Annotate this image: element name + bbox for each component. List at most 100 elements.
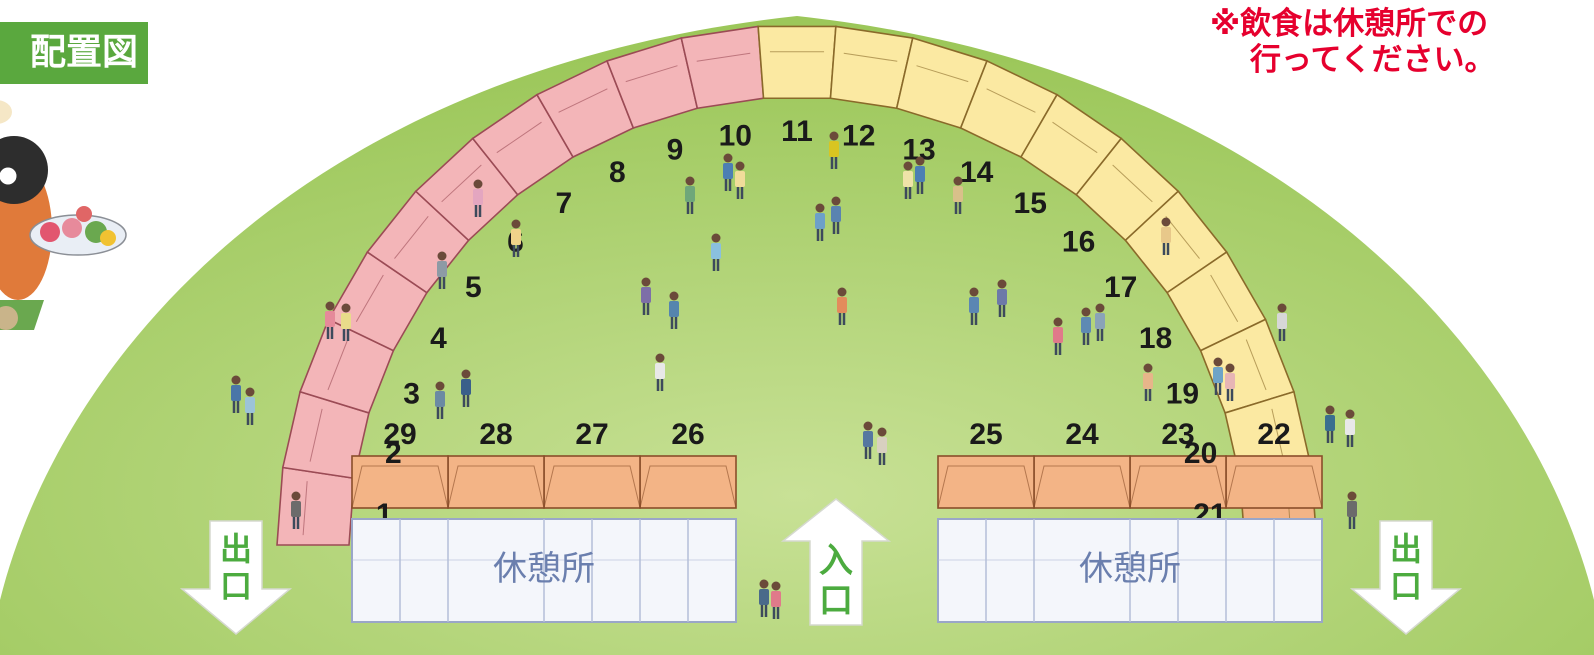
visitor-figure	[815, 203, 825, 241]
visitor-figure	[1081, 307, 1091, 345]
visitor-figure	[1095, 303, 1105, 341]
rest-area-left: 休憩所	[351, 518, 737, 623]
booth-number: 12	[842, 120, 875, 153]
booth-number: 23	[1161, 418, 1194, 451]
booth-24	[1033, 455, 1131, 509]
visitor-figure	[1277, 303, 1287, 341]
booth-number: 20	[1184, 437, 1217, 470]
exit-arrow-right: 出 口	[1349, 520, 1463, 635]
booth-number: 18	[1139, 322, 1172, 355]
rest-area-label: 休憩所	[493, 550, 595, 588]
booth-27	[543, 455, 641, 509]
visitor-figure	[435, 381, 445, 419]
booth-number: 10	[719, 120, 752, 153]
visitor-figure	[735, 161, 745, 199]
booth-number: 19	[1166, 378, 1199, 411]
visitor-figure	[291, 491, 301, 529]
mascot-illustration	[0, 100, 127, 330]
notice-line-2: 行ってください。	[1250, 42, 1496, 78]
eating-notice: ※飲食は休憩所での 行ってください。	[1210, 6, 1594, 78]
visitor-figure	[831, 196, 841, 234]
visitor-figure	[915, 156, 925, 194]
booth-11	[757, 25, 837, 100]
visitor-figure	[325, 301, 335, 339]
visitor-figure	[461, 369, 471, 407]
visitor-figure	[685, 176, 695, 214]
booth-number: 28	[479, 418, 512, 451]
visitor-figure	[863, 421, 873, 459]
exit-char-1: 出	[1390, 531, 1422, 567]
visitor-figure	[837, 287, 847, 325]
visitors-illustration	[231, 131, 1357, 619]
booth-number: 24	[1065, 418, 1099, 451]
visitor-figure	[903, 161, 913, 199]
booth-number: 16	[1062, 226, 1095, 259]
visitor-figure	[1225, 363, 1235, 401]
rest-area-right: 休憩所	[937, 518, 1323, 623]
booth-number: 8	[609, 156, 626, 189]
visitor-figure	[641, 277, 651, 315]
booth-8	[535, 59, 635, 159]
booth-number: 25	[969, 418, 1002, 451]
booth-number: 15	[1014, 187, 1047, 220]
booth-number: 26	[671, 418, 704, 451]
visitor-figure	[771, 581, 781, 619]
visitor-figure	[1143, 363, 1153, 401]
visitor-figure	[759, 579, 769, 617]
map-title: 配置図	[0, 22, 148, 84]
booth-number: 17	[1104, 271, 1137, 304]
booth-26	[639, 455, 737, 509]
visitor-figure	[511, 219, 521, 257]
visitor-figure	[1347, 491, 1357, 529]
visitor-figure	[231, 375, 241, 413]
visitor-figure	[669, 291, 679, 329]
booth-number: 29	[383, 418, 416, 451]
visitor-figure	[1325, 405, 1335, 443]
notice-line-1: ※飲食は休憩所での	[1210, 6, 1489, 42]
visitor-figure	[953, 176, 963, 214]
booth-28	[447, 455, 545, 509]
exit-char-1: 出	[220, 531, 252, 567]
exit-arrow-left: 出 口	[179, 520, 293, 635]
booth-23	[1129, 455, 1227, 509]
booth-number: 14	[960, 156, 994, 189]
booth-number: 9	[667, 133, 684, 166]
visitor-figure	[1161, 217, 1171, 255]
visitor-figure	[829, 131, 839, 169]
visitor-figure	[1345, 409, 1355, 447]
entrance-char-1: 入	[819, 542, 853, 580]
visitor-figure	[473, 179, 483, 217]
visitor-figure	[997, 279, 1007, 317]
booth-1	[276, 466, 355, 546]
booth-number: 27	[575, 418, 608, 451]
visitor-figure	[711, 233, 721, 271]
booth-layer	[276, 25, 1323, 546]
visitor-figure	[655, 353, 665, 391]
booth-number: 4	[430, 322, 447, 355]
rest-area-label: 休憩所	[1079, 550, 1181, 588]
booth-number: 11	[781, 115, 813, 148]
booth-number: 7	[555, 187, 572, 220]
visitor-figure	[1213, 357, 1223, 395]
visitor-figure	[969, 287, 979, 325]
visitor-figure	[341, 303, 351, 341]
visitor-figure	[437, 251, 447, 289]
booth-2	[281, 390, 370, 480]
booth-number: 3	[403, 378, 420, 411]
visitor-figure	[245, 387, 255, 425]
entrance-char-2: 口	[819, 582, 853, 620]
entrance-arrow: 入 口	[780, 498, 892, 626]
booth-12	[829, 25, 914, 110]
visitor-figure	[877, 427, 887, 465]
booth-number: 22	[1257, 418, 1290, 451]
visitor-figure	[1053, 317, 1063, 355]
exit-char-2: 口	[1390, 568, 1422, 604]
booth-number: 2	[385, 437, 402, 470]
exit-char-2: 口	[220, 568, 252, 604]
booth-29	[351, 455, 449, 509]
booth-25	[937, 455, 1035, 509]
booth-number: 5	[465, 271, 482, 304]
visitor-figure	[723, 153, 733, 191]
booth-22	[1225, 455, 1323, 509]
